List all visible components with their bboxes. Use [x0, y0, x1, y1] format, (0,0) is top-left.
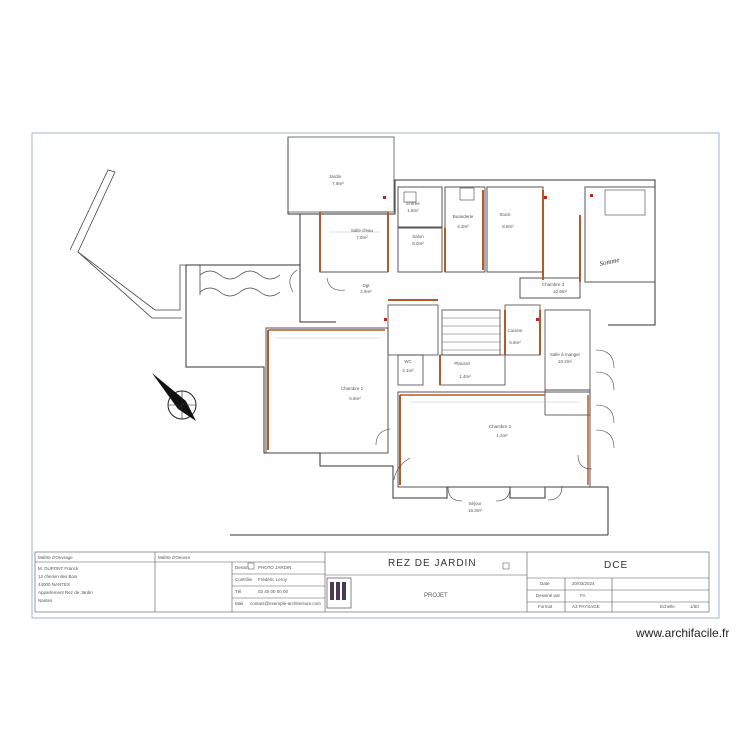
sheet-border — [31, 132, 720, 619]
title-block — [34, 551, 710, 613]
room-label: Salle à manger — [550, 352, 581, 357]
contact-label: Dessin — [235, 565, 249, 570]
room-area: 8.8m² — [502, 224, 514, 229]
drawing-title: REZ DE JARDIN — [388, 558, 477, 569]
garden-fence — [69, 169, 281, 319]
room-label: Dgt — [362, 283, 370, 288]
room-area: 4.3m² — [457, 224, 469, 229]
architect-header: Maître d'Oeuvre — [158, 555, 191, 560]
room-label: Buanderie — [453, 214, 474, 219]
contact-value: Frédéric Leroy — [258, 577, 288, 582]
contact-label: Mail — [235, 601, 244, 606]
contact-value: 02 40 00 00 00 — [258, 589, 289, 594]
owner-line: 44000 NANTES — [38, 582, 71, 587]
room-label: WC — [404, 359, 412, 364]
contact-value: contact@exemple-architecture.com — [250, 601, 321, 606]
room-area: 1.4m² — [459, 374, 471, 379]
scale-label: Echelle — [660, 604, 675, 609]
building-outline — [185, 137, 656, 536]
room-label: Salon — [412, 234, 424, 239]
room-area: 1.2m² — [496, 433, 508, 438]
logo — [326, 577, 352, 609]
room-area: 7.0m² — [356, 235, 368, 240]
contact-label: Tél — [235, 589, 242, 594]
format-label: Format — [538, 604, 553, 609]
room-label: Jardin — [329, 174, 342, 179]
contact-label: Contrôle — [235, 577, 253, 582]
date-label: Date — [540, 581, 550, 586]
room-label: Entrée — [406, 201, 420, 206]
contact-value: PHOTO JARDIN — [258, 565, 292, 570]
room-label: Placard — [454, 361, 470, 366]
phase-label: DCE — [604, 560, 629, 571]
room-label: Chambre 1 — [341, 386, 364, 391]
room-area: 7.8m² — [332, 181, 344, 186]
room-area: 10.9m² — [553, 289, 568, 294]
room-area: 2.9m² — [360, 289, 372, 294]
room-area: 6.8m² — [349, 396, 361, 401]
room-area: 10.2m² — [558, 359, 573, 364]
north-arrow-icon — [152, 373, 197, 421]
room-label: Chambre 3 — [542, 282, 565, 287]
owner-line: 12 chemin des Bois — [38, 574, 78, 579]
drawn-by-label: Dessiné par — [536, 593, 561, 598]
watermark-link[interactable]: www.archifacile.fr — [636, 626, 730, 640]
room-label: Chambre 2 — [489, 424, 512, 429]
owner-line: Appartement Rez de Jardin — [38, 590, 93, 595]
drawing-subtitle: PROJET — [424, 593, 448, 599]
room-label: Stock — [499, 212, 511, 217]
room-area: 6.8m² — [509, 340, 521, 345]
room-area: 1.8m² — [407, 208, 419, 213]
room-label: Cuisine — [507, 328, 523, 333]
room-area: 2.1m² — [402, 368, 414, 373]
scale-value: 1/50 — [690, 604, 699, 609]
format-value: A3 PAYSAGE — [572, 604, 600, 609]
drawn-by-value: FA — [580, 593, 586, 598]
handwritten-note: Somme — [599, 256, 620, 268]
owner-header: Maître d'Ouvrage — [38, 555, 73, 560]
owner-line: M. DUPONT Franck — [38, 566, 79, 571]
room-labels: Jardin 7.8m² Salle d'eau 7.0m² Buanderie… — [329, 174, 581, 513]
room-area: 8.0m² — [412, 241, 424, 246]
room-label: Salle d'eau — [351, 228, 374, 233]
room-label: Séjour — [468, 501, 482, 506]
owner-line: Nantes — [38, 598, 53, 603]
room-area: 16.3m² — [468, 508, 483, 513]
date-value: 20/03/2024 — [572, 581, 595, 586]
